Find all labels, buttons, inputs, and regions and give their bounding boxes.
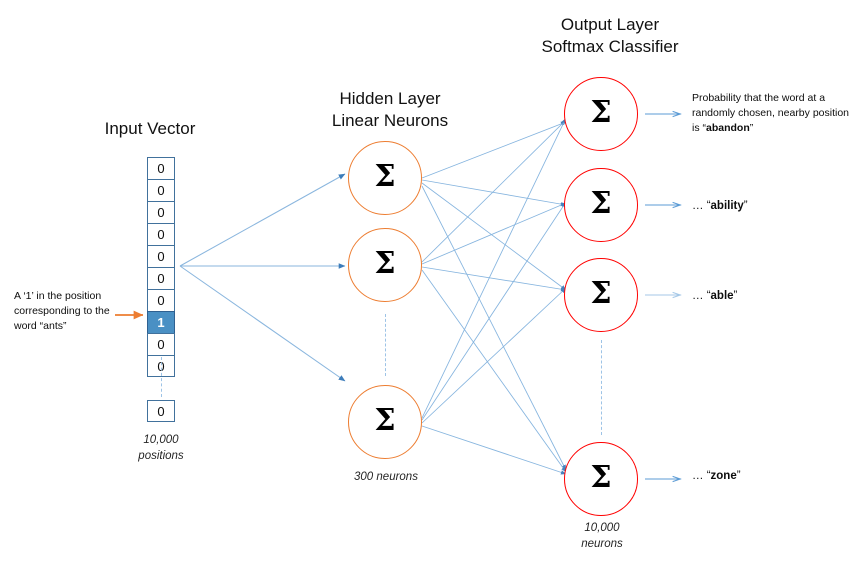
output-label-word: ability [710,200,744,212]
hidden-layer-heading: Hidden Layer Linear Neurons [331,89,449,130]
sigma-icon: Σ [374,246,396,281]
input-cell-last[interactable]: 0 [147,400,175,422]
sigma-icon: Σ [374,403,396,438]
output-label-suffix: ” [743,200,748,212]
input-cell-6[interactable]: 0 [147,289,175,311]
output-layer-caption: 10,000 neurons [581,522,623,550]
output-layer-ellipsis [601,340,602,435]
input-cell-4[interactable]: 0 [147,245,175,267]
input-cell-8[interactable]: 0 [147,333,175,355]
input-cell-0[interactable]: 0 [147,157,175,179]
output-neuron-1[interactable]: Σ [564,77,638,151]
ants-annotation-line3: word “ants” [14,319,67,332]
output-neuron-4[interactable]: Σ [564,442,638,516]
hidden-neuron-3[interactable]: Σ [348,385,422,459]
input-to-hidden-connections [179,173,346,382]
input-vector-caption: 10,000 positions [138,434,184,462]
output-label-prefix: … “ [692,290,711,302]
output-label-prefix: Probability that the word at a randomly … [692,92,850,134]
input-layer-heading: Input Vector [104,119,196,138]
input-cell-active[interactable]: 1 [147,311,175,333]
output-label-word: abandon [706,121,750,134]
output-label-prefix: … “ [692,200,711,212]
output-label-suffix: ” [733,290,738,302]
output-to-label-arrows [645,110,682,483]
output-label-word: able [710,290,734,302]
output-label-prefix: … “ [692,470,711,482]
output-layer-heading: Output Layer Softmax Classifier [541,15,679,56]
input-cell-1[interactable]: 0 [147,179,175,201]
sigma-icon: Σ [374,159,396,194]
hidden-neuron-2[interactable]: Σ [348,228,422,302]
output-label-abandon: Probability that the word at a randomly … [692,91,852,136]
output-neuron-3[interactable]: Σ [564,258,638,332]
sigma-icon: Σ [590,460,612,495]
input-vector: 0 0 0 0 0 0 0 1 0 0 [147,157,175,377]
output-label-suffix: ” [749,121,754,134]
ants-annotation-line2: corresponding to the [14,304,110,317]
sigma-icon: Σ [590,95,612,130]
output-label-suffix: ” [736,470,741,482]
sigma-icon: Σ [590,186,612,221]
output-label-able: … “able” [692,288,852,304]
input-cell-2[interactable]: 0 [147,201,175,223]
ants-annotation: A ‘1’ in the position corresponding to t… [14,289,130,334]
hidden-layer-caption: 300 neurons [354,471,418,483]
output-label-ability: … “ability” [692,198,852,214]
input-cell-5[interactable]: 0 [147,267,175,289]
output-neuron-2[interactable]: Σ [564,168,638,242]
hidden-layer-ellipsis [385,314,386,376]
input-cell-3[interactable]: 0 [147,223,175,245]
output-label-zone: … “zone” [692,468,852,484]
ants-annotation-line1: A ‘1’ in the position [14,290,102,302]
sigma-icon: Σ [590,276,612,311]
hidden-to-output-connections [421,117,567,475]
input-vector-ellipsis [161,357,162,397]
output-label-word: zone [710,470,737,482]
hidden-neuron-1[interactable]: Σ [348,141,422,215]
